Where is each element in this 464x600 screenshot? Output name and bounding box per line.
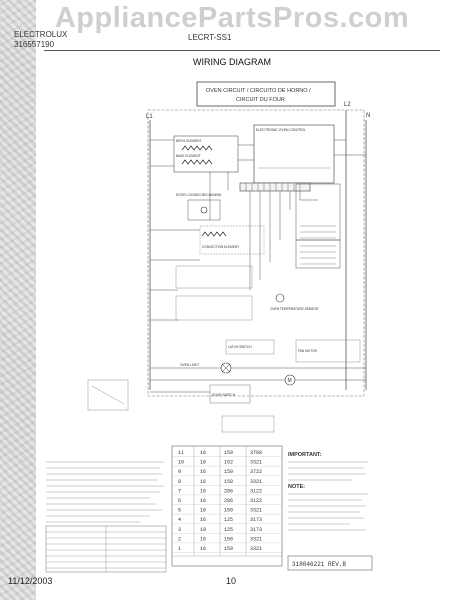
table-cell: 150: [224, 450, 233, 456]
bake-label: BAKE ELEMENT: [176, 154, 200, 158]
convection-label: CONVECTION ELEMENT: [202, 245, 239, 249]
l2-label: L2: [344, 102, 351, 108]
print-date: 11/12/2003: [8, 576, 53, 586]
header-rule: [44, 50, 440, 51]
table-cell: 16: [200, 517, 206, 523]
table-cell: 3722: [250, 469, 262, 475]
left-pattern-overlay: [0, 0, 36, 600]
page-title: WIRING DIAGRAM: [193, 57, 271, 67]
table-cell: 16: [200, 450, 206, 456]
table-cell: 16: [200, 460, 206, 466]
note-heading: NOTE:: [288, 484, 305, 490]
broil-element-symbol: [181, 145, 213, 151]
left-pattern-strip: [0, 0, 36, 600]
table-cell: 4: [178, 517, 181, 523]
table-cell: 3321: [250, 460, 262, 466]
model-code: ELECTROLUX: [14, 30, 68, 39]
light-label: OVEN LIGHT: [180, 363, 199, 367]
table-cell: 9: [178, 469, 181, 475]
control-label: ELECTRONIC OVEN CONTROL: [256, 128, 306, 132]
table-cell: 150: [224, 469, 233, 475]
table-cell: 150: [224, 508, 233, 514]
diagram-code-box: [287, 555, 373, 571]
door-switch-box: [209, 384, 251, 404]
table-cell: 16: [200, 498, 206, 504]
table-cell: 16: [200, 546, 206, 552]
circuit-title-box: [196, 81, 336, 107]
table-cell: 16: [200, 488, 206, 494]
table-cell: 1: [178, 546, 181, 552]
part-number: 316557190: [14, 40, 55, 49]
table-cell: 16: [200, 479, 206, 485]
table-cell: 150: [224, 536, 233, 542]
terminal-block: [295, 239, 341, 269]
bake-element-symbol: [181, 159, 213, 165]
wire-table-frame: [171, 445, 283, 567]
table-cell: 16: [200, 469, 206, 475]
svg-text:M: M: [288, 378, 292, 384]
table-cell: 16: [200, 536, 206, 542]
n-label: N: [366, 113, 370, 119]
table-cell: 16: [200, 508, 206, 514]
latch-label: LATCH SWITCH: [228, 345, 252, 349]
table-cell: 3768: [250, 450, 262, 456]
convection-element-symbol: [201, 231, 227, 237]
watermark: AppliancePartsPros.com: [54, 2, 410, 34]
sensor-box: [175, 265, 253, 289]
table-cell: 206: [224, 498, 233, 504]
table-cell: 11: [178, 450, 184, 456]
table-cell: 3321: [250, 479, 262, 485]
lock-motor-symbol: [200, 206, 208, 214]
table-cell: 10: [178, 460, 184, 466]
important-heading: IMPORTANT:: [288, 452, 322, 458]
table-cell: 3122: [250, 488, 262, 494]
table-cell: 3173: [250, 517, 262, 523]
broil-label: BROIL ELEMENT: [176, 139, 201, 143]
table-cell: 3321: [250, 508, 262, 514]
table-cell: 2: [178, 536, 181, 542]
fan-box: [295, 339, 361, 363]
circuit-title-1: OVEN CIRCUIT / CIRCUITO DE HORNO /: [206, 88, 311, 94]
table-cell: 3173: [250, 527, 262, 533]
table-cell: 3122: [250, 498, 262, 504]
sensor-symbol: [275, 293, 285, 303]
outer-frame: [147, 109, 365, 397]
table-cell: 125: [224, 517, 233, 523]
table-cell: 5: [178, 508, 181, 514]
table-cell: 150: [224, 479, 233, 485]
table-cell: 8: [178, 479, 181, 485]
table-cell: 18: [200, 527, 206, 533]
latch-box: [225, 339, 275, 355]
broil-bake-box: [173, 135, 239, 173]
table-cell: 125: [224, 527, 233, 533]
publication-code: LECRT-SS1: [188, 33, 232, 42]
fan-label: FAN MOTOR: [298, 349, 318, 353]
relay-box: [295, 183, 341, 241]
table-cell: 3321: [250, 546, 262, 552]
table-cell: 206: [224, 488, 233, 494]
small-ref-diagram: [87, 379, 129, 411]
control-box: [253, 124, 335, 184]
control-connector: [239, 182, 311, 192]
door-lock-box: [187, 199, 221, 221]
table-cell: 6: [178, 498, 181, 504]
sensor-label: OVEN TEMPERATURE SENSOR: [270, 307, 319, 311]
table-cell: 7: [178, 488, 181, 494]
table-cell: 152: [224, 460, 233, 466]
circuit-title-2: CIRCUIT DU FOUR: [236, 97, 285, 103]
table-cell: 150: [224, 546, 233, 552]
diagram-code: 318046221 REV.B: [292, 561, 346, 568]
door-switch-label: DOOR SWITCH: [212, 393, 236, 397]
lock-label: DOOR LOCKING MECHANISM: [176, 193, 222, 197]
page-number: 10: [226, 576, 237, 586]
l1-label: L1: [146, 114, 153, 120]
thermal-fuse-box: [175, 295, 253, 321]
table-cell: 3: [178, 527, 181, 533]
convection-box: [199, 225, 265, 255]
table-cell: 3321: [250, 536, 262, 542]
ground-box: [221, 415, 275, 433]
